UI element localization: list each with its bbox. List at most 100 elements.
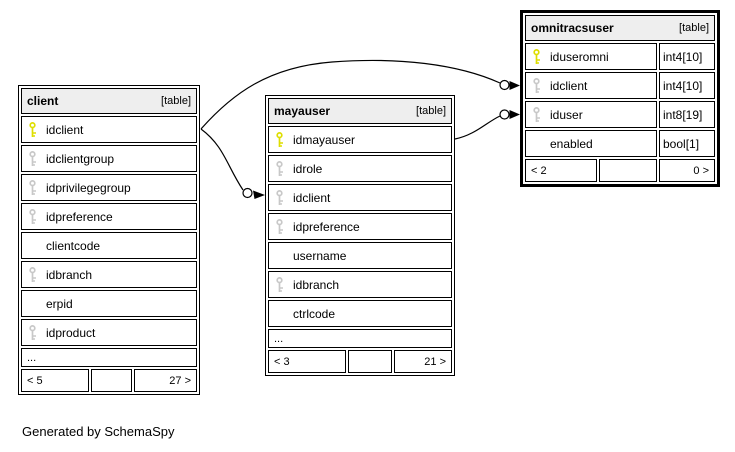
table-omnitracsuser-header[interactable]: omnitracsuser [table]: [525, 15, 715, 41]
index-key-icon: [533, 77, 540, 93]
index-key-icon: [29, 179, 36, 195]
fk-endpoint-circle: [499, 109, 510, 120]
truncation-row: ...: [21, 348, 197, 367]
parent-count: < 5: [21, 369, 89, 392]
column-name-cell: idrole: [268, 155, 452, 182]
column-row: idpreference: [268, 213, 452, 240]
column-row: username: [268, 242, 452, 269]
column-row: idbranch: [21, 261, 197, 288]
column-row: enabled bool[1]: [525, 130, 715, 157]
index-key-icon-slot: [532, 106, 542, 123]
column-name-cell: clientcode: [21, 232, 197, 259]
column-name-cell: idbranch: [268, 271, 452, 298]
index-key-icon: [29, 150, 36, 166]
column-name-cell: idprivilegegroup: [21, 174, 197, 201]
column-type-cell: bool[1]: [659, 130, 715, 157]
index-key-icon-slot: [28, 150, 38, 167]
table-footer: < 5 27 >: [21, 369, 197, 392]
index-key-icon-slot: [28, 266, 38, 283]
column-row: idpreference: [21, 203, 197, 230]
primary-key-icon-slot: [28, 121, 38, 138]
primary-key-icon-slot: [532, 48, 542, 65]
column-type-cell: int4[10]: [659, 72, 715, 99]
primary-key-icon: [533, 48, 540, 64]
index-key-icon: [29, 324, 36, 340]
index-key-icon: [533, 106, 540, 122]
primary-key-icon: [29, 121, 36, 137]
column-name-cell: ctrlcode: [268, 300, 452, 327]
child-count: 27 >: [134, 369, 197, 392]
child-count: 0 >: [659, 159, 715, 182]
index-key-icon: [276, 218, 283, 234]
column-row: idclientgroup: [21, 145, 197, 172]
table-footer: < 2 0 >: [525, 159, 715, 182]
index-key-icon: [276, 276, 283, 292]
table-name: client: [27, 94, 59, 108]
fk-arrowhead-icon: [253, 190, 265, 199]
column-name: idclient: [550, 78, 588, 93]
column-row: idclient: [268, 184, 452, 211]
column-row: erpid: [21, 290, 197, 317]
table-mayauser-header[interactable]: mayauser [table]: [268, 98, 452, 124]
column-type-cell: int8[19]: [659, 101, 715, 128]
column-name: idpreference: [46, 209, 113, 224]
generator-credit: Generated by SchemaSpy: [22, 424, 175, 439]
table-name: mayauser: [274, 104, 331, 118]
column-name-cell: username: [268, 242, 452, 269]
column-name: ctrlcode: [293, 306, 336, 321]
table-footer: < 3 21 >: [268, 350, 452, 373]
column-name: idprivilegegroup: [46, 180, 131, 195]
index-key-icon-slot: [275, 218, 285, 235]
column-name-cell: idclientgroup: [21, 145, 197, 172]
column-name: idproduct: [46, 325, 96, 340]
child-count: 21 >: [394, 350, 452, 373]
parent-count: < 3: [268, 350, 346, 373]
column-name: idbranch: [293, 277, 340, 292]
column-name-cell: idproduct: [21, 319, 197, 346]
column-row: idmayauser: [268, 126, 452, 153]
column-name: enabled: [550, 136, 593, 151]
table-tag: [table]: [679, 22, 709, 34]
index-key-icon: [29, 266, 36, 282]
edge-client-mayauser: [200, 128, 244, 191]
parent-count: < 2: [525, 159, 597, 182]
fk-endpoint-circle: [499, 79, 510, 91]
column-row: ctrlcode: [268, 300, 452, 327]
column-name: idclient: [46, 122, 84, 137]
column-name: clientcode: [46, 238, 101, 253]
column-name: idclient: [293, 190, 331, 205]
edge-mayauser-omnitracsuser: [454, 115, 501, 140]
column-row: idprivilegegroup: [21, 174, 197, 201]
table-tag: [table]: [161, 95, 191, 107]
column-name-cell: enabled: [525, 130, 657, 157]
column-name: iduser: [550, 107, 583, 122]
column-name-cell: iduser: [525, 101, 657, 128]
column-name-cell: idpreference: [268, 213, 452, 240]
index-key-icon-slot: [532, 77, 542, 94]
table-client-header[interactable]: client [table]: [21, 88, 197, 114]
column-row: clientcode: [21, 232, 197, 259]
column-row: idbranch: [268, 271, 452, 298]
index-key-icon-slot: [28, 179, 38, 196]
column-row: idproduct: [21, 319, 197, 346]
column-name: idbranch: [46, 267, 93, 282]
index-key-icon: [29, 208, 36, 224]
column-name-cell: idmayauser: [268, 126, 452, 153]
table-client[interactable]: client [table] idclient idclientgroup idpr…: [18, 85, 200, 395]
column-name-cell: idpreference: [21, 203, 197, 230]
column-name-cell: erpid: [21, 290, 197, 317]
table-tag: [table]: [416, 105, 446, 117]
column-name: iduseromni: [550, 49, 609, 64]
index-key-icon-slot: [28, 324, 38, 341]
table-name: omnitracsuser: [531, 21, 614, 35]
fk-endpoint-circle: [242, 187, 253, 199]
index-key-icon-slot: [28, 208, 38, 225]
column-name: idclientgroup: [46, 151, 115, 166]
column-row: idclient: [21, 116, 197, 143]
fk-arrowhead-icon: [509, 110, 520, 119]
index-key-icon: [276, 189, 283, 205]
column-name: erpid: [46, 296, 73, 311]
